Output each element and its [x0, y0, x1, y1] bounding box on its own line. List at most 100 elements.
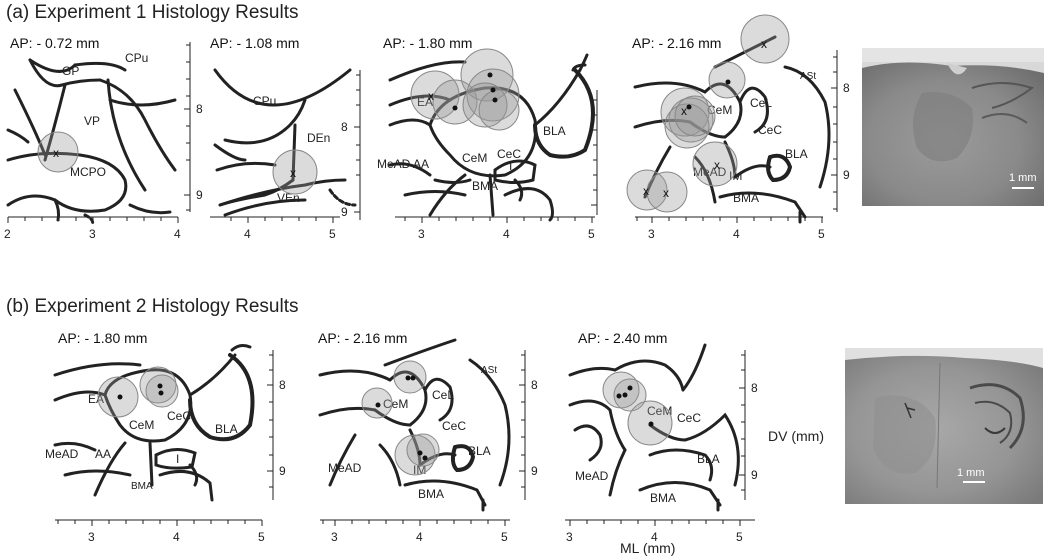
placement-dot: [405, 375, 411, 381]
ml-tick-label: 5: [258, 530, 265, 544]
region-label: MeAD: [328, 461, 362, 475]
placement-dot: [627, 385, 633, 391]
region-label: CeM: [383, 397, 408, 411]
placement-dot: [725, 79, 731, 85]
cannula-placement-circle: [613, 378, 647, 412]
ml-tick-label: 3: [89, 227, 96, 241]
placement-dot: [417, 450, 423, 456]
ml-tick-label: 4: [503, 227, 510, 241]
ap-label-b3: AP: - 2.40 mm: [578, 330, 668, 346]
region-label: ASt: [481, 365, 497, 376]
dv-tick-label: 9: [279, 464, 286, 478]
region-label: BMA: [733, 191, 759, 205]
cannula-placement-circle: [462, 82, 508, 128]
dv-tick-label: 9: [341, 205, 348, 219]
placement-cross-mark: x: [53, 146, 59, 160]
ml-tick-label: 3: [88, 530, 95, 544]
dv-axis: [831, 50, 838, 212]
region-label: CeC: [758, 123, 782, 137]
dv-axis-title: DV (mm): [768, 428, 824, 444]
placement-dot: [422, 455, 428, 461]
atlas-panel-b1: EA CeM CeC BLA MeAD AA I BMA 8 9 3 4 5: [45, 344, 286, 544]
dv-axis: [184, 42, 191, 212]
cannula-placement-circle: [478, 89, 520, 131]
region-label: BMA: [650, 491, 676, 505]
atlas-outline: [6, 58, 177, 227]
region-label: MeAD: [693, 165, 727, 179]
region-label: GP: [62, 64, 79, 78]
region-label: EA: [88, 392, 104, 406]
ap-label-b2: AP: - 2.16 mm: [318, 330, 408, 346]
ml-axis: [635, 216, 823, 223]
cannula-placement-circle: [646, 171, 688, 213]
region-label: AA: [95, 447, 111, 461]
region-label: BMA: [472, 179, 498, 193]
region-label: BLA: [697, 452, 720, 466]
ml-tick-label: 3: [418, 227, 425, 241]
ml-axis: [320, 519, 510, 526]
region-label: MeAD: [45, 447, 79, 461]
region-label: MeAD: [575, 469, 609, 483]
ml-axis: [55, 519, 263, 526]
experiment2-title: (b) Experiment 2 Histology Results: [6, 296, 299, 317]
ap-label-a2: AP: - 1.08 mm: [210, 35, 300, 51]
atlas-outline: [318, 338, 511, 512]
dv-axis: [591, 90, 598, 215]
atlas-panel-a4: ASt CeL CeM CeC BLA MeAD IM BMA x x x x …: [626, 14, 850, 241]
dv-tick-label: 8: [843, 81, 850, 95]
placement-dot: [410, 375, 416, 381]
atlas-panel-a2: CPu DEn VEn x 8 9 4 5: [210, 68, 361, 241]
cannula-placement-circle: [660, 87, 710, 137]
dv-tick-label: 8: [196, 102, 203, 116]
ml-tick-label: 4: [244, 227, 251, 241]
dv-axis: [739, 350, 746, 500]
cannula-placement-circle: [740, 14, 790, 64]
atlas-outline: [213, 68, 357, 217]
ml-tick-label: 4: [174, 227, 181, 241]
scale-bar-label: 1 mm: [957, 467, 985, 479]
region-label: CeM: [129, 418, 154, 432]
region-label: I: [509, 159, 512, 173]
region-label: BMA: [131, 481, 153, 492]
region-label: CPu: [125, 51, 148, 65]
cannula-placement-circle: [410, 70, 460, 120]
ml-tick-label: 5: [588, 227, 595, 241]
cannula-placement-circle: [37, 131, 79, 173]
dv-tick-label: 9: [751, 468, 758, 482]
placement-cross-mark: x: [663, 186, 669, 200]
region-label: CPu: [253, 94, 276, 108]
ml-axis: [210, 216, 340, 223]
placement-dot: [648, 421, 654, 427]
ml-tick-label: 2: [4, 227, 11, 241]
region-label: VEn: [277, 191, 300, 205]
ml-axis: [7, 216, 179, 223]
ap-label-a3: AP: - 1.80 mm: [383, 35, 473, 51]
experiment1-title: (a) Experiment 1 Histology Results: [6, 2, 299, 23]
ap-label-b1: AP: - 1.80 mm: [58, 330, 148, 346]
atlas-panel-a3: EA CeM CeC BLA MeAD AA I BMA x 3 4 5: [377, 48, 598, 241]
dv-tick-label: 8: [279, 378, 286, 392]
region-label: CeL: [750, 96, 772, 110]
cannula-placement-circle: [272, 149, 318, 195]
region-label: ASt: [800, 71, 816, 82]
cannula-placement-circle: [406, 433, 440, 467]
region-label: CeC: [442, 419, 466, 433]
placement-dot: [492, 97, 498, 103]
placement-dot: [117, 394, 123, 400]
region-label: BLA: [543, 124, 566, 138]
ml-axis: [565, 519, 755, 526]
dv-axis: [267, 350, 274, 500]
atlas-outline: [53, 344, 255, 502]
cannula-placement-circle: [394, 434, 436, 476]
dv-tick-label: 9: [196, 188, 203, 202]
cannula-placement-circle: [460, 48, 514, 102]
region-label: I: [176, 452, 179, 466]
placement-dot: [158, 390, 164, 396]
placement-dot: [452, 105, 458, 111]
placement-dot: [487, 72, 493, 78]
region-label: CeC: [497, 147, 521, 161]
placement-dot: [375, 402, 381, 408]
atlas-panel-a1: GP CPu VP MCPO x 8 9 2 3 4: [4, 42, 203, 241]
ml-axis: [395, 216, 595, 223]
dv-tick-label: 8: [341, 120, 348, 134]
